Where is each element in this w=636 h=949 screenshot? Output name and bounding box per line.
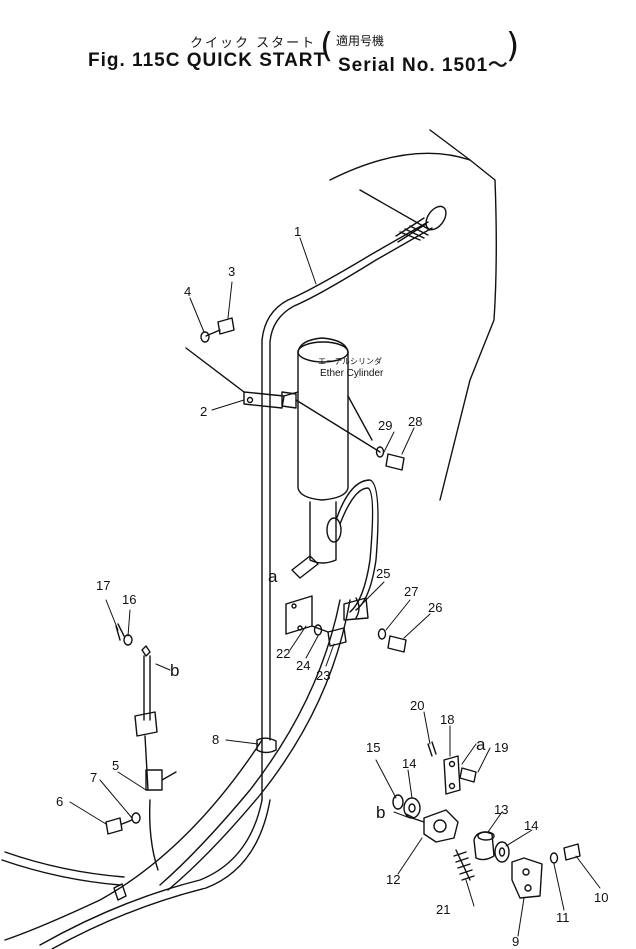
- figure-title: Fig. 115C QUICK START: [88, 50, 327, 71]
- title-close-paren: ): [506, 26, 520, 66]
- bolt-28: [385, 453, 405, 471]
- bracket-22: [285, 595, 313, 635]
- ether-cylinder: [281, 337, 381, 613]
- callout-21: 21: [436, 902, 450, 917]
- pin-bracket-9: [511, 857, 543, 899]
- callout-labels: 1 2 3 4 5 6 7 8 9 10 11 12 13 14 14 15 1…: [56, 224, 608, 949]
- title-japanese-serial: 適用号機: [336, 34, 385, 48]
- callout-5: 5: [112, 758, 119, 773]
- washer-14-left: [403, 797, 421, 819]
- bushing-13: [473, 831, 495, 861]
- callout-17: 17: [96, 578, 110, 593]
- reference-b-linkage: b: [376, 803, 385, 822]
- callout-3: 3: [228, 264, 235, 279]
- callout-1: 1: [294, 224, 301, 239]
- callout-8: 8: [212, 732, 219, 747]
- callout-20: 20: [410, 698, 424, 713]
- cotter-pin-20: [427, 741, 437, 757]
- ether-cylinder-label: エーテルシリンダ Ether Cylinder: [318, 356, 384, 379]
- washer-14-right: [494, 841, 510, 863]
- title-open-paren: (: [320, 26, 334, 66]
- washer-27: [377, 628, 387, 640]
- callout-9: 9: [512, 934, 519, 949]
- callout-25: 25: [376, 566, 390, 581]
- clamp-25: [343, 597, 369, 621]
- washer-11: [549, 852, 559, 864]
- washer-7: [131, 812, 141, 824]
- bolt-10: [563, 843, 581, 861]
- callout-14-left: 14: [402, 756, 416, 771]
- start-cable: [1, 205, 447, 949]
- lever-18: [443, 755, 461, 795]
- lever-body-12: [405, 809, 459, 843]
- bolt-19: [459, 767, 477, 783]
- callout-11: 11: [556, 910, 570, 925]
- washer-4: [200, 331, 210, 343]
- ether-cylinder-label-en: Ether Cylinder: [320, 368, 384, 379]
- bolt-23: [311, 625, 347, 647]
- reference-a-cylinder: a: [268, 567, 278, 586]
- callout-7: 7: [90, 770, 97, 785]
- callout-18: 18: [440, 712, 454, 727]
- linkage-rod-5: [134, 645, 177, 791]
- callout-13: 13: [494, 802, 508, 817]
- washer-24: [313, 624, 323, 636]
- leader-lines: [69, 237, 601, 937]
- callout-24: 24: [296, 658, 310, 673]
- callout-10: 10: [594, 890, 608, 905]
- callout-16: 16: [122, 592, 136, 607]
- callout-4: 4: [184, 284, 191, 299]
- callout-22: 22: [276, 646, 290, 661]
- callout-26: 26: [428, 600, 442, 615]
- title-japanese: クイック スタート: [190, 36, 317, 51]
- callout-28: 28: [408, 414, 422, 429]
- callout-19: 19: [494, 740, 508, 755]
- bolt-6: [105, 817, 133, 835]
- callout-14-right: 14: [524, 818, 538, 833]
- callout-2: 2: [200, 404, 207, 419]
- machine-body-outline: [329, 129, 497, 501]
- callout-27: 27: [404, 584, 418, 599]
- spring-21: [453, 849, 475, 881]
- serial-range: Serial No. 1501～: [338, 55, 509, 76]
- callout-6: 6: [56, 794, 63, 809]
- callout-29: 29: [378, 418, 392, 433]
- reference-b-rod: b: [170, 661, 179, 680]
- callout-23: 23: [316, 668, 330, 683]
- bolt-26: [387, 635, 407, 653]
- cable-clamp-lower: [113, 883, 127, 901]
- washer-16: [123, 634, 133, 646]
- reference-a-linkage: a: [476, 735, 486, 754]
- bolt-3: [205, 317, 235, 337]
- cable-clamp-8: [256, 737, 277, 754]
- callout-12: 12: [386, 872, 400, 887]
- washer-15: [392, 794, 404, 810]
- callout-15: 15: [366, 740, 380, 755]
- cotter-pin-17: [115, 623, 125, 641]
- ether-cylinder-label-jp: エーテルシリンダ: [318, 356, 382, 366]
